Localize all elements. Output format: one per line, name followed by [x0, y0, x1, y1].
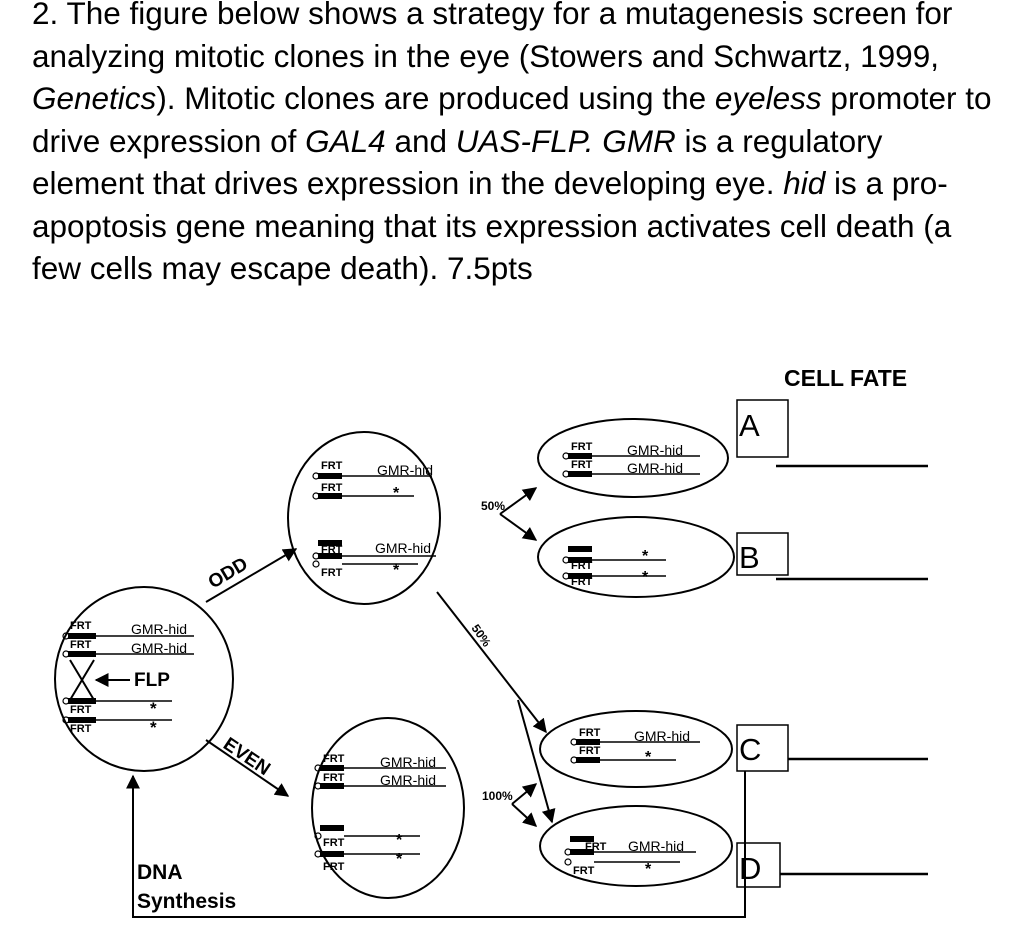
arrow-to-b: [499, 513, 538, 541]
gmr-hid-label: GMR-hid: [628, 838, 684, 854]
gmr-hid-label: GMR-hid: [131, 640, 187, 656]
gmr-hid-label: GMR-hid: [634, 728, 690, 744]
mutation-star: *: [393, 562, 400, 579]
frt-label: FRT: [573, 865, 595, 877]
mutation-star: *: [396, 851, 403, 868]
mutation-star: *: [150, 718, 157, 737]
frt-label: FRT: [323, 861, 345, 873]
daughter-cell-d: FRT GMR-hid FRT *: [539, 805, 733, 887]
frt-label: FRT: [323, 772, 345, 784]
arrow-even-to-d: [511, 803, 538, 827]
parent-cell: FRT GMR-hid FRT GMR-hid FLP FRT * FRT *: [54, 586, 234, 772]
answer-box-d-label: D: [739, 851, 761, 886]
gmr-hid-label: GMR-hid: [131, 621, 187, 637]
answer-box-d[interactable]: D: [736, 842, 781, 888]
arrow-odd-to-d: [517, 699, 556, 824]
frt-label: FRT: [571, 441, 593, 453]
gmr-hid-label: GMR-hid: [380, 772, 436, 788]
chromosome: FRT GMR-hid: [62, 639, 194, 658]
gmr-hid-label: GMR-hid: [375, 540, 431, 556]
daughter-cell-a: FRT GMR-hid FRT GMR-hid: [537, 418, 729, 498]
gmr-hid-label: GMR-hid: [380, 754, 436, 770]
frt-label: FRT: [579, 727, 601, 739]
frt-label: FRT: [571, 560, 593, 572]
answer-box-b[interactable]: B: [736, 532, 789, 576]
chromosome: FRT *: [314, 825, 420, 849]
chromosome: FRT GMR-hid: [570, 727, 700, 746]
arrow-even-to-c: [511, 783, 538, 805]
chromosome: FRT *: [562, 569, 666, 588]
even-label: EVEN: [219, 734, 274, 780]
frt-label: FRT: [323, 753, 345, 765]
chromosome: FRT *: [62, 697, 172, 718]
crossover-mark: [69, 659, 95, 701]
frt-label: FRT: [321, 460, 343, 472]
even-cell: FRT GMR-hid FRT GMR-hid FRT * FRT *: [311, 717, 465, 899]
chromosome: FRT GMR-hid: [562, 441, 700, 460]
cell-fate-title: CELL FATE: [784, 365, 907, 391]
chromosome: FRT *: [314, 850, 420, 873]
odd-label: ODD: [205, 554, 252, 594]
percent-50-diagonal: 50%: [469, 622, 494, 650]
arrow-to-a: [499, 487, 538, 515]
gmr-hid-label: GMR-hid: [377, 462, 433, 478]
mutation-star: *: [645, 861, 652, 878]
odd-cell: FRT GMR-hid FRT * FRT GMR-hid FRT *: [287, 431, 441, 605]
frt-label: FRT: [70, 704, 92, 716]
frt-label: FRT: [70, 723, 92, 735]
percent-100: 100%: [482, 789, 513, 803]
chromosome: FRT *: [564, 858, 680, 878]
frt-label: FRT: [571, 459, 593, 471]
answer-box-c[interactable]: C: [736, 724, 789, 772]
odd-arrow: [205, 548, 298, 603]
dna-synthesis-loop: [126, 771, 746, 918]
frt-label: FRT: [321, 544, 343, 556]
frt-label: FRT: [70, 639, 92, 651]
arrow-odd-to-c: [436, 591, 547, 734]
gmr-hid-label: GMR-hid: [627, 442, 683, 458]
daughter-cell-b: FRT * FRT *: [537, 516, 735, 598]
mutation-star: *: [642, 548, 649, 565]
dna-label: DNA: [137, 861, 183, 884]
frt-label: FRT: [323, 837, 345, 849]
chromosome: FRT GMR-hid: [562, 459, 700, 478]
even-arrow: [205, 739, 290, 797]
chromosome: FRT GMR-hid: [62, 620, 194, 640]
chromosome: FRT *: [562, 546, 666, 572]
answer-box-a[interactable]: A: [736, 399, 789, 458]
chromosome: FRT GMR-hid: [314, 753, 446, 772]
chromosome: FRT GMR-hid: [312, 460, 433, 480]
percent-50-top: 50%: [481, 499, 505, 513]
daughter-cell-c: FRT GMR-hid FRT *: [539, 710, 733, 788]
frt-label: FRT: [70, 620, 92, 632]
chromosome: FRT GMR-hid: [314, 772, 446, 790]
gmr-hid-label: GMR-hid: [627, 460, 683, 476]
chromosome: FRT GMR-hid: [312, 540, 436, 560]
mutation-star: *: [642, 569, 649, 586]
synthesis-label: Synthesis: [137, 890, 236, 913]
frt-label: FRT: [571, 576, 593, 588]
chromosome: FRT *: [570, 745, 676, 766]
answer-box-c-label: C: [739, 732, 761, 767]
flp-label: FLP: [134, 670, 170, 691]
answer-box-a-label: A: [739, 408, 760, 443]
chromosome: FRT GMR-hid: [564, 836, 696, 856]
frt-label: FRT: [585, 841, 607, 853]
frt-label: FRT: [321, 567, 343, 579]
answer-box-b-label: B: [739, 540, 760, 575]
chromosome: FRT *: [312, 560, 418, 579]
chromosome: FRT *: [62, 716, 172, 737]
frt-label: FRT: [579, 745, 601, 757]
question-text: 2. The figure below shows a strategy for…: [32, 0, 992, 286]
mutation-star: *: [150, 699, 157, 718]
mutation-star: *: [396, 832, 403, 849]
chromosome: FRT *: [312, 482, 414, 502]
frt-label: FRT: [321, 482, 343, 494]
mutation-star: *: [645, 749, 652, 766]
mutation-star: *: [393, 485, 400, 502]
